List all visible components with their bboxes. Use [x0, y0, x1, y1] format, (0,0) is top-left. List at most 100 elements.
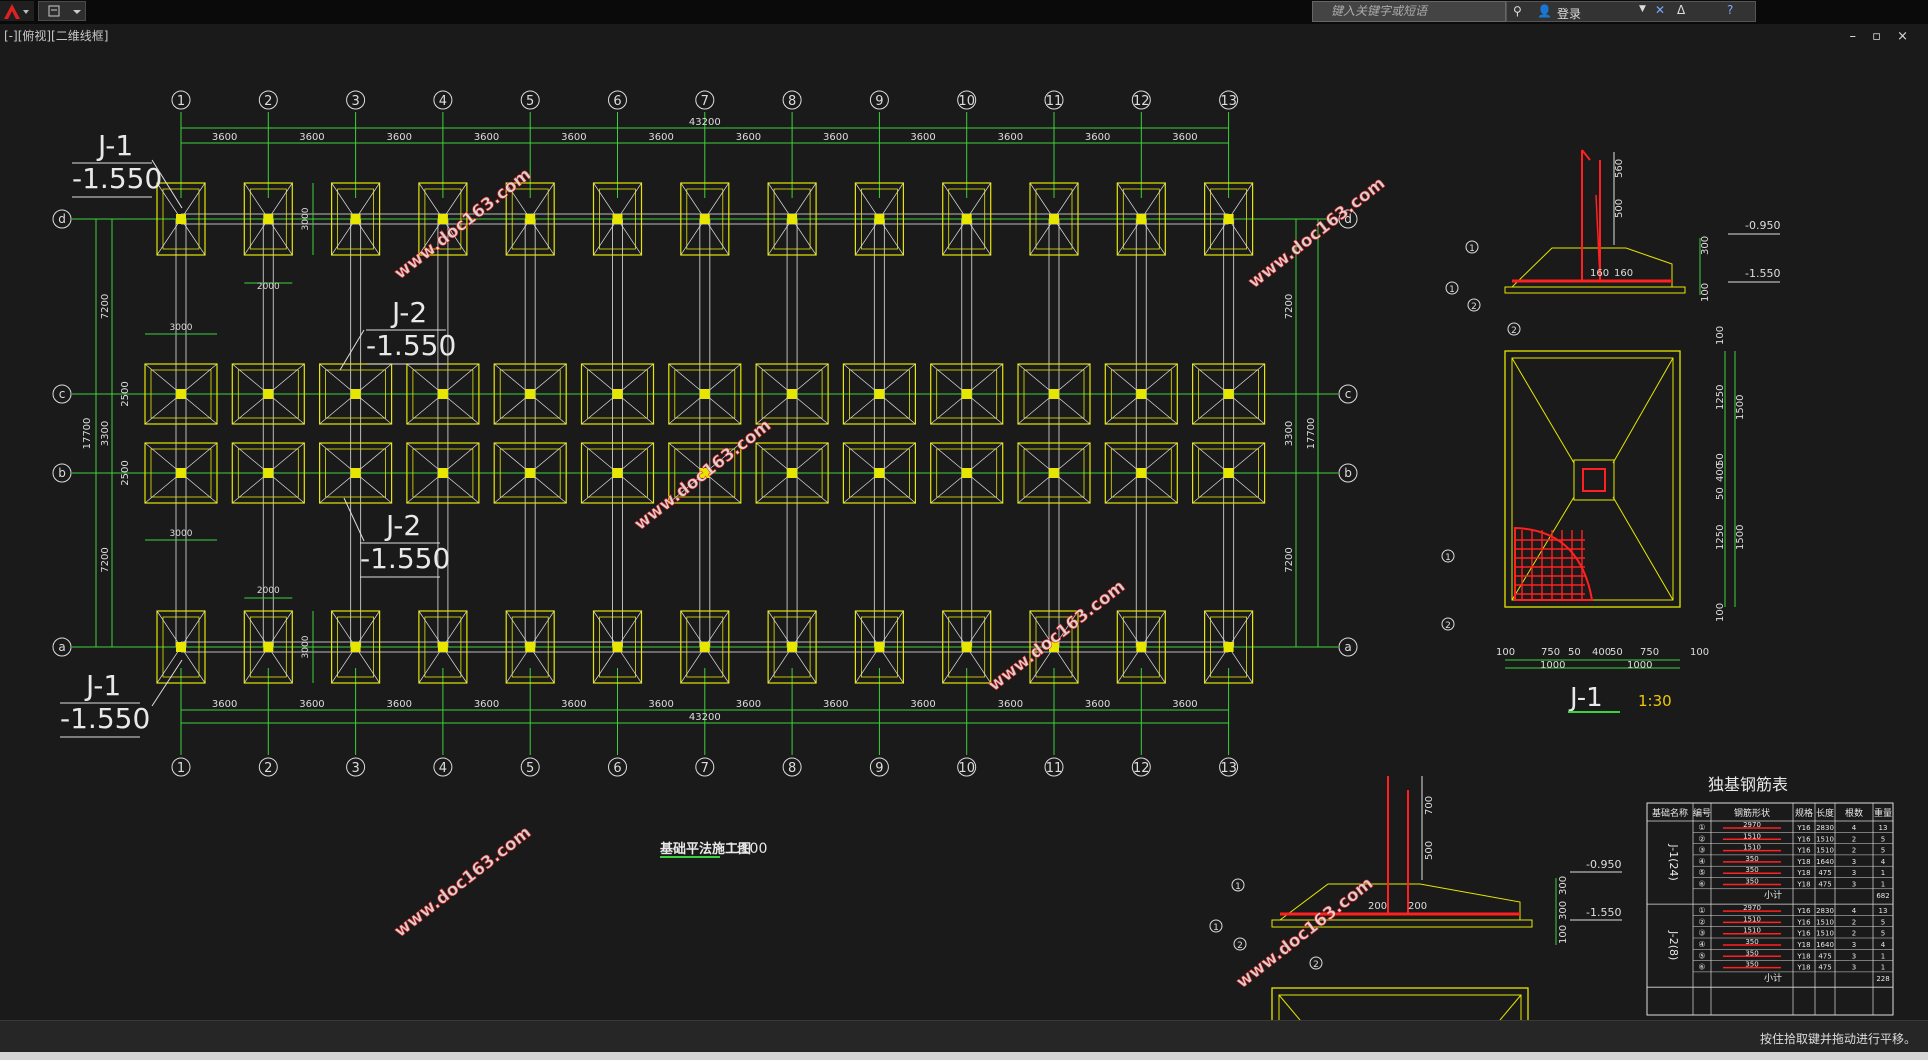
footing-label: J-1 [84, 669, 121, 702]
callout-bubble [1309, 956, 1323, 970]
table-cell: ③ [1698, 846, 1705, 855]
app-menu-button[interactable] [0, 1, 34, 21]
table-cell: ① [1698, 906, 1705, 915]
dim-text: 1500 [1735, 525, 1746, 550]
callout-number: 2 [1471, 302, 1477, 312]
search-input[interactable]: 键入关键字或短语 [1312, 1, 1506, 22]
footing-j1 [854, 610, 905, 684]
status-text: 按住拾取键并拖动进行平移。 [1759, 1032, 1916, 1046]
column [1223, 468, 1234, 478]
footing-outline [319, 363, 393, 425]
table-subtotal-label: 小计 [1764, 972, 1782, 984]
column [525, 468, 536, 478]
footing-j1 [418, 610, 468, 684]
dim-text: 1500 [1735, 395, 1746, 420]
footing-j1 [1029, 610, 1079, 684]
help-icon[interactable]: ? [1727, 3, 1734, 17]
table-title: 独基钢筋表 [1708, 775, 1788, 794]
footing-inner [587, 448, 648, 498]
dim-text: 50 [1610, 647, 1623, 658]
footing-inner [499, 369, 561, 419]
footing-inner [1198, 448, 1259, 498]
axis-bubble [346, 757, 366, 777]
callout-bubble [1465, 240, 1479, 254]
dim-text: 200 [1368, 901, 1387, 912]
table-cell: 3 [1852, 881, 1856, 889]
footing-inner [948, 616, 986, 678]
column [350, 214, 361, 224]
axis-bubble [346, 90, 366, 110]
dim-text: 7200 [1284, 547, 1295, 572]
bottom-strip [0, 1052, 1928, 1060]
dim-text: 100 [1690, 647, 1709, 658]
axis-number: 1 [177, 761, 185, 776]
viewport-label[interactable]: [-][俯视][二维线框] [4, 29, 109, 43]
footing-j1 [592, 182, 643, 256]
footing-inner [511, 616, 549, 678]
axis-letter: d [58, 212, 66, 226]
axis-letter: b [58, 466, 66, 480]
footing-outline [1017, 442, 1091, 504]
table-cell: 350 [1745, 938, 1758, 946]
table-cell: 1 [1881, 952, 1885, 960]
axis-number: 11 [1046, 94, 1063, 109]
table-cell: ⑥ [1698, 880, 1705, 889]
footing-j2 [1017, 363, 1091, 425]
axis-number: 6 [613, 94, 621, 109]
footing-inner [412, 448, 474, 498]
a360-icon[interactable]: Δ [1677, 3, 1686, 17]
watermark-text: www.doc163.com [391, 823, 536, 942]
dim-text: 1250 [1715, 385, 1726, 410]
axis-number: 6 [613, 761, 621, 776]
footing-j1 [942, 182, 992, 256]
infocenter-bar: ⚲ 👤 登录 ▼ ✕ Δ ? [1506, 1, 1756, 22]
dim-text: 1250 [1715, 525, 1726, 550]
axis-bubble [171, 90, 191, 110]
footing-j1 [680, 610, 730, 684]
footing-outline [942, 182, 992, 256]
axis-bubble [520, 90, 540, 110]
axis-bubble [1219, 90, 1239, 110]
dim-text: 3600 [998, 132, 1023, 143]
table-cell: 3 [1852, 858, 1856, 866]
axis-bubble [1219, 757, 1239, 777]
column [612, 214, 623, 224]
table-cell: 475 [1818, 869, 1831, 877]
table-header: 编号 [1693, 807, 1711, 819]
footing-j2 [842, 442, 917, 504]
footing-j2 [144, 363, 218, 425]
login-button[interactable]: 登录 [1557, 7, 1582, 21]
dim-text: 750 [1640, 647, 1659, 658]
binoculars-icon[interactable]: ⚲ [1513, 4, 1522, 18]
dim-text: 100 [1715, 326, 1726, 345]
section-base [1504, 286, 1686, 294]
status-bar: 按住拾取键并拖动进行平移。 [0, 1020, 1928, 1053]
axis-number: 9 [875, 761, 883, 776]
footing-inner [511, 188, 549, 250]
column [350, 468, 361, 478]
axis-number: 2 [264, 94, 272, 109]
table-cell: Υ18 [1796, 869, 1810, 877]
exchange-icon[interactable]: ✕ [1655, 3, 1666, 17]
table-cell: 2970 [1743, 904, 1761, 912]
footing-j1 [505, 610, 555, 684]
axis-number: 13 [1220, 761, 1237, 776]
table-cell: 3 [1852, 964, 1856, 972]
table-cell: 475 [1818, 964, 1831, 972]
plan-outline [1271, 987, 1529, 1020]
chevron-down-icon[interactable]: ▼ [1639, 4, 1646, 14]
footing-outline [1203, 182, 1254, 256]
axis-letter: c [1345, 387, 1352, 401]
window-controls[interactable]: – ▫ × [1849, 29, 1914, 44]
plan-slope [1612, 357, 1674, 464]
table-cell: 1640 [1816, 858, 1834, 866]
plan-inner [1278, 994, 1522, 1020]
callout-number: 2 [1237, 941, 1243, 951]
dim-text: 7200 [100, 294, 111, 319]
watermark-text: www.doc163.com [1233, 874, 1378, 993]
footing-inner [424, 616, 462, 678]
table-cell: Υ18 [1796, 941, 1810, 949]
quick-access-button[interactable] [38, 1, 86, 21]
